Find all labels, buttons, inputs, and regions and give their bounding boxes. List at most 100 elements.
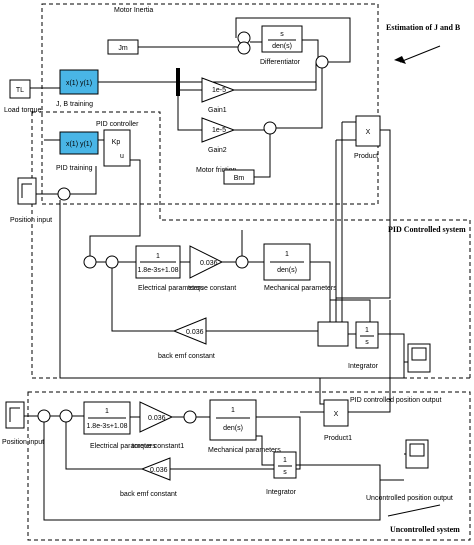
wire-unc-feedback [43,422,381,521]
unc-scope-screen [409,443,425,457]
pid-region-top [32,111,471,380]
wire-bm-sum4 [254,134,271,178]
step-icon-2 [9,407,20,422]
pid-training-label: PID training [56,165,93,172]
torque-constant1-label: torque constant1 [132,443,184,450]
wire-product-out [336,129,391,299]
pid-junction-box [317,321,349,347]
mech-num: 1 [285,251,289,258]
wire-gain1-sum3 [234,68,317,91]
tl-text: TL [16,87,24,94]
wire-feedback-top [235,17,351,63]
mech-num-2: 1 [231,407,235,414]
gain2-val: 1e-5 [212,127,226,134]
pid-controller-block[interactable] [103,129,131,167]
pid-output-label: PID controlled position output [350,397,441,404]
uncontrolled-label: Uncontrolled system [390,525,460,534]
wire-sum4-sum3 [276,68,323,129]
product-x: X [366,129,371,136]
bemf-val: 0.036 [186,329,204,336]
wire-prod1-in2 [319,378,324,405]
bemf-val-2: 0.036 [150,467,168,474]
estimation-arrow-head [394,56,406,64]
wire-mux-gain2 [177,96,202,131]
wire-err-pid [70,166,97,195]
pid-io-text: x(1) y(1) [66,141,92,148]
integrator2-label: Integrator [266,489,297,496]
uncontrolled-arrow [387,504,441,517]
jb-io-text: x(1) y(1) [66,80,92,87]
product1-x: X [334,411,339,418]
differentiator-block[interactable] [261,25,303,53]
sum-est-3[interactable] [315,55,329,69]
uncontrolled-region [27,391,471,541]
sum-est-2[interactable] [237,41,251,55]
elec-den: 1.8e-3s+1.08 [137,267,178,274]
tc-val-2: 0.036 [148,415,166,422]
wire-prod1-out [348,300,391,413]
product1-label: Product1 [324,435,352,442]
back-emf2-label: back emf constant [120,491,177,498]
gain2-label: Gain2 [208,147,227,154]
sum-unc-1[interactable] [59,409,73,423]
jm-text: Jm [118,45,128,52]
mech-params2-label: Mechanical parameters [208,447,281,454]
sum-pid-2[interactable] [105,255,119,269]
wire-to-bemf2 [170,460,301,470]
u-text: u [120,153,124,160]
integrator-block[interactable] [355,321,379,349]
elec-params-label: Electrical parameters [138,285,204,292]
wire-speed-out [330,299,371,322]
diff-num: s [280,31,284,38]
pid-scope-screen [411,347,427,361]
pid-training-block[interactable] [59,131,99,155]
wire-pos-feedback [59,200,405,379]
sum-est-4[interactable] [263,121,277,135]
sum-pid-3[interactable] [235,255,249,269]
wire-mech2-out [256,416,301,460]
pid-controller-label: PID controller [96,121,139,128]
wire-int2-out [296,464,404,481]
position-input-block[interactable] [17,177,37,205]
mech-den: den(s) [277,267,297,274]
elec-num: 1 [156,253,160,260]
sum-pid-err[interactable] [57,187,71,201]
position-input2-label: Position input [2,439,44,446]
elec-num-2: 1 [105,408,109,415]
mech-block-2[interactable] [209,399,257,441]
sum-pid-1[interactable] [83,255,97,269]
back-emf-label: back emf constant [158,353,215,360]
wire-int-out [378,333,405,362]
sum-unc-err[interactable] [37,409,51,423]
step-icon [21,183,32,198]
elec-params2-label: Electrical parameters [90,443,156,450]
wire-bemf-sum2 [111,268,174,332]
tl-block[interactable] [9,79,31,99]
estimation-arrow [399,45,441,63]
mech-den-2: den(s) [223,425,243,432]
unc-output-label: Uncontrolled position output [366,495,453,502]
sum-unc-2[interactable] [183,410,197,424]
int-den-2: s [283,469,287,476]
kp-text: Kp [112,139,121,146]
motor-inertia-label: Motor Inertia [114,7,153,14]
bm-text: Bm [234,175,245,182]
position-input-label: Position input [10,217,52,224]
product-label: Product [354,153,378,160]
wire-diff-sum3 [302,39,319,58]
int-den: s [365,339,369,346]
wire-mech-out [310,261,331,330]
product1-block[interactable] [323,399,349,427]
estimation-region [41,3,379,205]
load-torque-label: Load torque [4,107,41,114]
pid-region-label: PID Controlled system [388,225,466,234]
int-num-2: 1 [283,457,287,464]
estimation-label: Estimation of J and B [386,23,461,32]
integrator-label: Integrator [348,363,379,370]
product-block[interactable] [355,115,381,147]
jb-training-label: J, B training [56,101,93,108]
tc-val: 0.036 [200,260,218,267]
torque-constant-label: torque constant [188,285,236,292]
position-input2-block[interactable] [5,401,25,429]
